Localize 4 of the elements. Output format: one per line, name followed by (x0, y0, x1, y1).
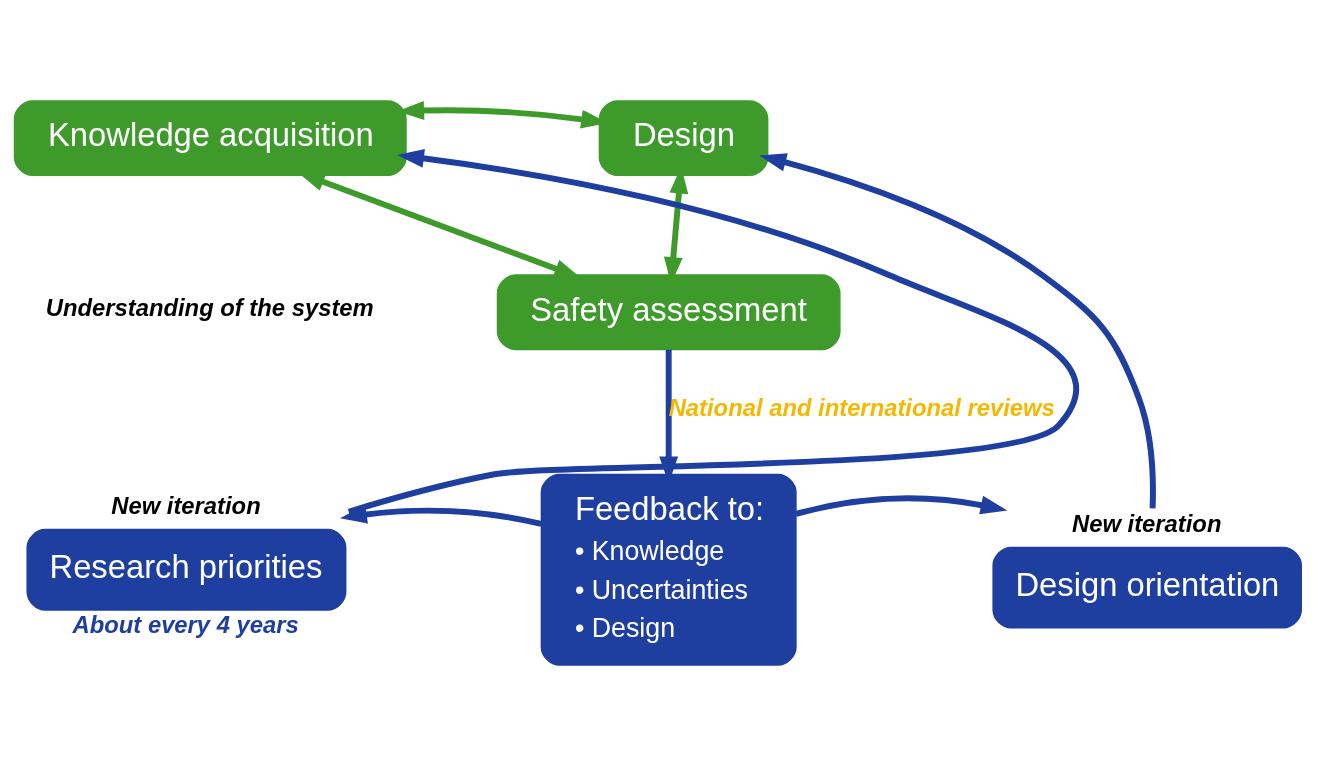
node-label: About every 4 years (72, 611, 299, 639)
label: Understanding of the system (45, 294, 374, 322)
node-label: New iteration (1072, 510, 1222, 538)
node-label: New iteration (111, 492, 261, 520)
